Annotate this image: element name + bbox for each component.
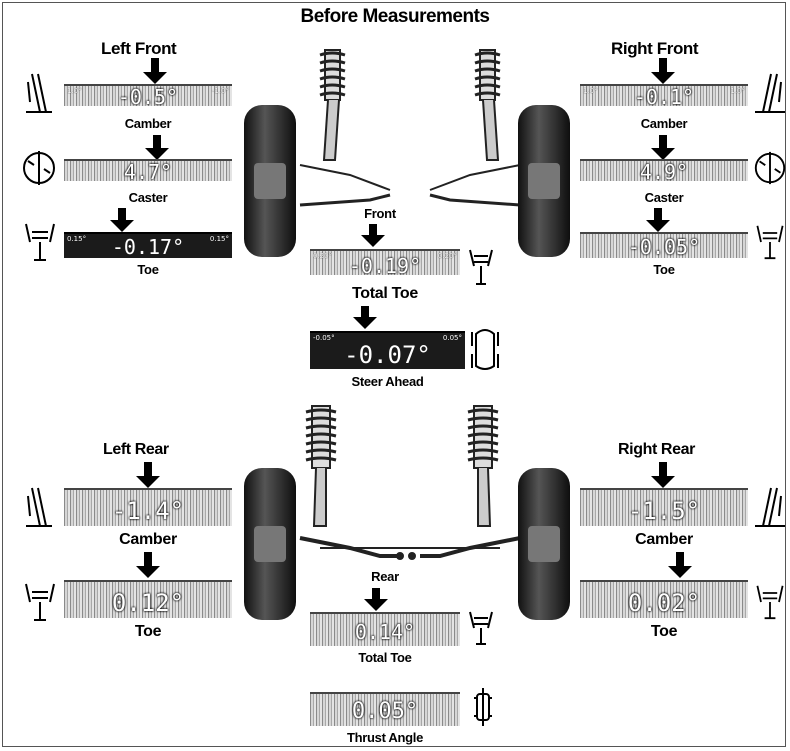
left-front-caster-value: 4.7° [123,160,173,181]
rear-left-wheel [244,468,296,620]
front-total-toe-gauge: 0.20° 0.20° -0.19° [310,249,460,275]
left-rear-toe-value: 0.12° [111,589,185,617]
right-rear-toe-value: 0.02° [627,589,701,617]
camber-icon [26,487,52,527]
right-front-camber-range-left: 1.0° [583,87,598,95]
right-front-header: Right Front [611,39,699,58]
left-front-camber-range-left: 1.0° [67,87,82,95]
toe-icon [25,583,55,621]
front-total-toe-value: -0.19° [348,254,422,275]
left-rear-toe-label: Toe [134,623,162,640]
left-front-toe-label: Toe [137,262,159,277]
front-center-label: Front [364,206,396,221]
left-front-camber-gauge: 1.0° -1.0° -0.5° [64,84,232,106]
rear-total-toe-gauge: 0.14° [310,612,460,646]
steer-ahead-gauge: -0.05° 0.05° -0.07° [310,331,465,369]
rear-right-wheel [518,468,570,620]
steer-ahead-range-left: -0.05° [313,334,335,342]
thrust-angle-value: 0.05° [351,699,419,724]
right-front-caster-label: Caster [644,190,684,205]
toe-icon [756,585,784,620]
left-front-camber-range-right: -1.0° [211,87,229,95]
camber-icon [755,487,785,527]
right-rear-toe-gauge: 0.02° [580,580,748,618]
right-front-toe-value: -0.05° [627,235,701,258]
camber-icon [755,73,785,113]
thrust-angle-label: Thrust Angle [346,730,424,745]
right-rear-header: Right Rear [618,441,695,458]
rear-suspension-icon [299,405,521,560]
left-rear-camber-gauge: -1.4° [64,488,232,526]
steer-ahead-icon [471,329,499,370]
left-front-camber-value: -0.5° [117,85,179,106]
front-right-wheel [518,105,570,257]
right-front-caster-gauge: 4.9° [580,159,748,181]
front-left-wheel [244,105,296,257]
right-front-camber-range-right: 1.0° [730,87,745,95]
rear-center-label: Rear [371,569,399,584]
left-front-camber-label: Camber [124,116,172,131]
front-total-toe-range-left: 0.20° [313,252,333,260]
left-front-toe-gauge: 0.15° 0.15° -0.17° [64,232,232,258]
caster-icon [754,151,786,185]
left-front-toe-range-right: 0.15° [209,235,229,243]
page-title: Before Measurements [300,6,490,27]
right-front-camber-gauge: 1.0° 1.0° -0.1° [580,84,748,106]
left-rear-toe-gauge: 0.12° [64,580,232,618]
right-front-toe-gauge: -0.05° [580,232,748,258]
rear-total-toe-value: 0.14° [354,620,416,644]
left-front-caster-gauge: 4.7° [64,159,232,181]
left-rear-camber-value: -1.4° [111,497,185,525]
steer-ahead-label: Steer Ahead [351,374,424,389]
caster-icon [23,151,55,185]
total-toe-icon [469,249,493,285]
right-rear-camber-label: Camber [635,531,693,548]
left-rear-header: Left Rear [103,441,169,458]
total-toe-icon [469,611,493,645]
right-front-caster-value: 4.9° [639,160,689,181]
rear-total-toe-label: Total Toe [358,650,412,665]
right-front-camber-value: -0.1° [633,85,695,106]
front-total-toe-label: Total Toe [351,285,419,302]
left-rear-camber-label: Camber [119,531,177,548]
right-rear-camber-gauge: -1.5° [580,488,748,526]
toe-icon [756,225,784,260]
left-front-toe-range-left: 0.15° [67,235,87,243]
left-front-toe-value: -0.17° [111,235,185,258]
thrust-angle-gauge: 0.05° [310,692,460,726]
left-front-header: Left Front [101,39,177,58]
toe-icon [25,223,55,261]
left-front-caster-label: Caster [128,190,168,205]
camber-icon [26,73,52,113]
front-suspension-icon [299,49,521,207]
steer-ahead-value: -0.07° [344,341,431,369]
steer-ahead-range-right: 0.05° [442,334,462,342]
right-front-toe-label: Toe [653,262,675,277]
right-front-camber-label: Camber [640,116,688,131]
right-rear-camber-value: -1.5° [627,497,701,525]
front-total-toe-range-right: 0.20° [437,252,457,260]
right-rear-toe-label: Toe [650,623,678,640]
thrust-angle-icon [474,688,492,726]
